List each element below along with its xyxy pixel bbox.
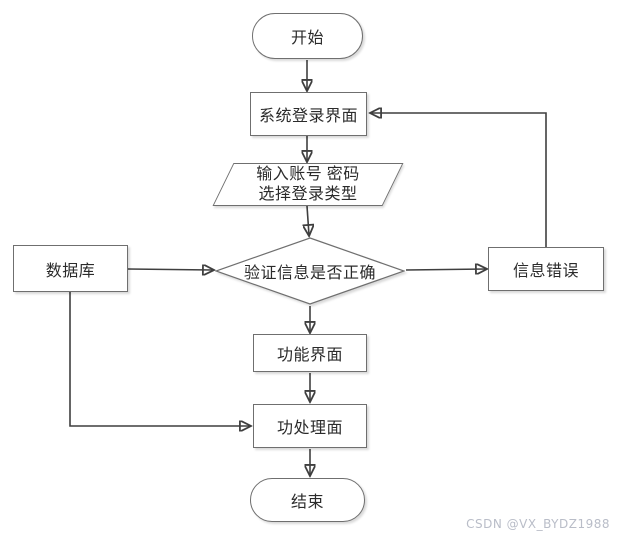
node-verify-label: 验证信息是否正确 — [243, 265, 376, 282]
node-login-label: 系统登录界面 — [258, 108, 358, 125]
watermark-text: CSDN @VX_BYDZ1988 — [466, 517, 610, 531]
edge-database-to-handler — [69, 292, 250, 426]
node-end-label: 结束 — [290, 494, 324, 511]
node-start: 开始 — [252, 13, 363, 59]
edge-verify-to-error — [405, 269, 486, 270]
node-function-label: 功能界面 — [276, 347, 343, 364]
node-end: 结束 — [250, 478, 365, 522]
node-error-label: 信息错误 — [512, 263, 579, 280]
node-input: 输入账号 密码 选择登录类型 — [212, 163, 404, 206]
node-input-label-line2: 选择登录类型 — [258, 185, 358, 203]
node-handler-label: 功处理面 — [276, 420, 343, 437]
node-function: 功能界面 — [253, 334, 367, 372]
node-input-label-line1: 输入账号 密码 — [256, 165, 360, 183]
node-database: 数据库 — [13, 245, 128, 292]
edge-input-to-verify — [307, 205, 309, 235]
node-error: 信息错误 — [488, 247, 604, 291]
node-input-label: 输入账号 密码 选择登录类型 — [213, 163, 403, 206]
node-database-label: 数据库 — [45, 262, 96, 280]
node-verify: 验证信息是否正确 — [215, 237, 405, 305]
edge-error-to-login — [371, 113, 547, 247]
node-login: 系统登录界面 — [250, 92, 367, 136]
node-handler: 功处理面 — [253, 404, 367, 448]
edge-database-to-verify — [127, 269, 213, 270]
diamond-shape — [215, 237, 405, 305]
node-start-label: 开始 — [290, 30, 324, 47]
